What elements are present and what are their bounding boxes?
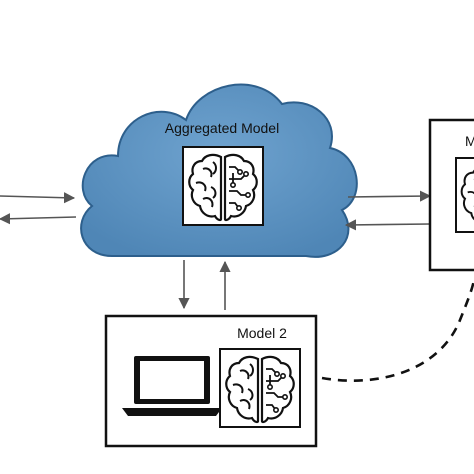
laptop-icon bbox=[122, 356, 222, 416]
right-arrow-out bbox=[347, 190, 432, 202]
aggregated-model-box bbox=[182, 146, 264, 226]
dashed-connection bbox=[321, 279, 474, 382]
left-arrow-out bbox=[0, 213, 77, 225]
right-client-label: M bbox=[465, 133, 474, 149]
model2-brain-box bbox=[219, 348, 301, 428]
right-arrow-in bbox=[344, 219, 431, 231]
model2-label: Model 2 bbox=[237, 325, 287, 341]
right-model-box bbox=[455, 157, 474, 233]
cloud-title: Aggregated Model bbox=[165, 120, 279, 136]
left-arrow-in bbox=[0, 192, 76, 204]
